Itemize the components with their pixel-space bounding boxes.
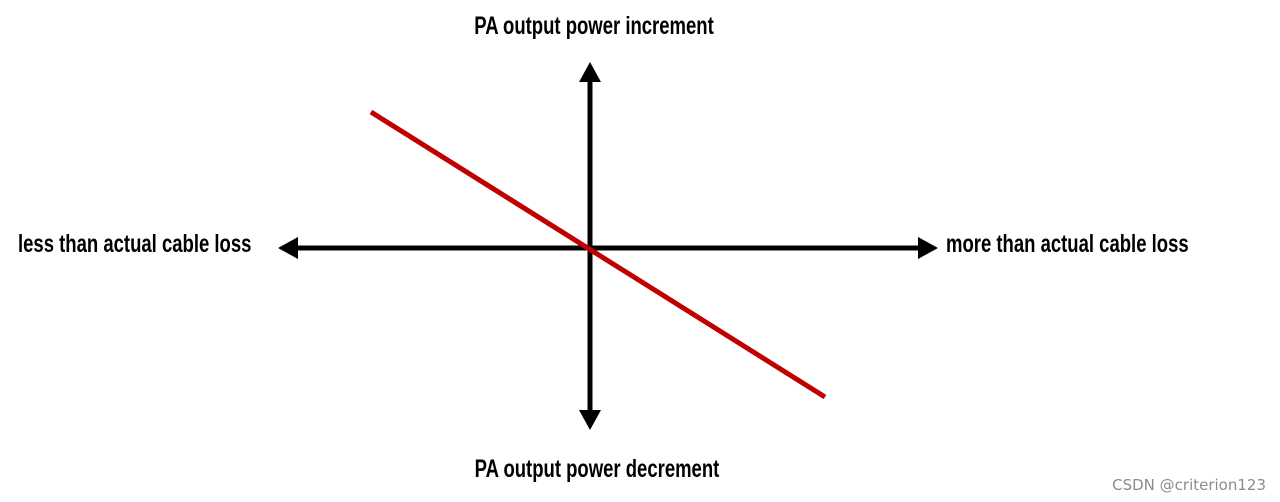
watermark-text: CSDN @criterion123	[1112, 476, 1266, 494]
axis-label-right: more than actual cable loss	[946, 230, 1189, 258]
axis-label-top: PA output power increment	[474, 12, 714, 40]
down-arrowhead	[579, 410, 601, 430]
axis-label-bottom: PA output power decrement	[474, 455, 720, 483]
right-arrowhead	[918, 237, 938, 259]
up-arrowhead	[579, 62, 601, 82]
axis-label-left: less than actual cable loss	[18, 230, 252, 258]
trend-line	[369, 109, 827, 400]
left-arrowhead	[278, 237, 298, 259]
